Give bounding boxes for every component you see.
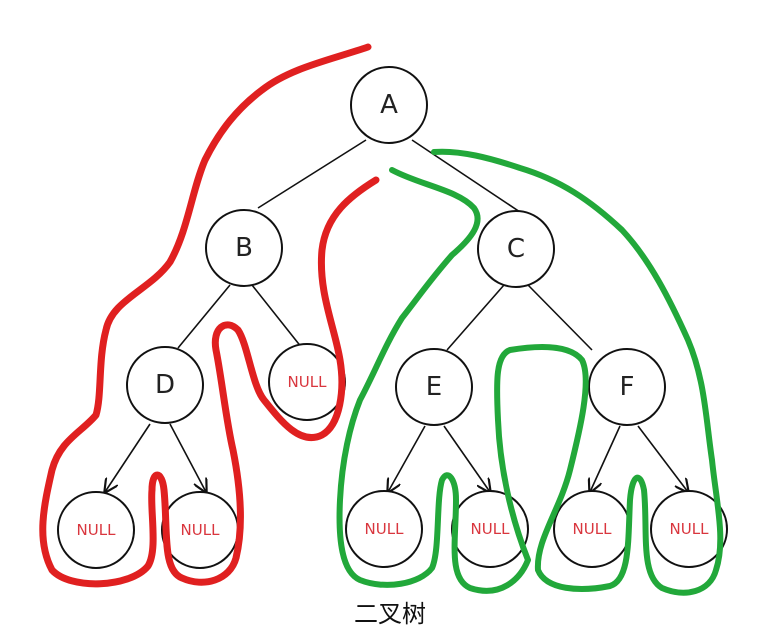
edge-b-null	[251, 284, 303, 349]
edge-e-null-left	[388, 425, 426, 492]
node-f-label: F	[620, 372, 635, 402]
node-c-label: C	[507, 234, 525, 264]
node-c: C	[477, 210, 555, 288]
edge-d-null-left	[105, 423, 151, 492]
edge-d-null-right	[169, 423, 206, 492]
null-label: NULL	[670, 520, 710, 538]
null-label: NULL	[181, 521, 221, 539]
null-label: NULL	[365, 520, 405, 538]
edge-f-null-right	[637, 425, 688, 492]
edge-c-f	[527, 284, 593, 351]
null-label: NULL	[573, 520, 613, 538]
node-e-null-left: NULL	[345, 490, 423, 568]
edge-b-d	[177, 284, 231, 349]
node-d-null-left: NULL	[57, 491, 135, 569]
node-d: D	[126, 346, 204, 424]
edge-f-null-left	[590, 425, 621, 492]
edge-c-e	[446, 284, 505, 351]
node-d-null-right: NULL	[161, 491, 239, 569]
red-traversal-path	[39, 43, 380, 588]
diagram-caption: 二叉树	[354, 600, 426, 628]
node-b-null: NULL	[268, 343, 346, 421]
node-a-label: A	[380, 90, 398, 120]
node-b-label: B	[235, 233, 253, 263]
edge-e-null-right	[443, 425, 490, 492]
node-b: B	[205, 209, 283, 287]
tree-edges	[105, 139, 688, 492]
null-label: NULL	[77, 521, 117, 539]
node-f-null-left: NULL	[553, 490, 631, 568]
green-traversal-path	[336, 148, 724, 596]
node-f: F	[588, 348, 666, 426]
edge-a-b	[257, 139, 367, 209]
node-f-null-right: NULL	[650, 490, 728, 568]
null-label: NULL	[288, 373, 328, 391]
node-d-label: D	[155, 370, 175, 400]
edge-a-c	[411, 139, 521, 213]
node-a: A	[350, 66, 428, 144]
node-e: E	[395, 348, 473, 426]
node-e-label: E	[426, 372, 442, 402]
null-label: NULL	[471, 520, 511, 538]
